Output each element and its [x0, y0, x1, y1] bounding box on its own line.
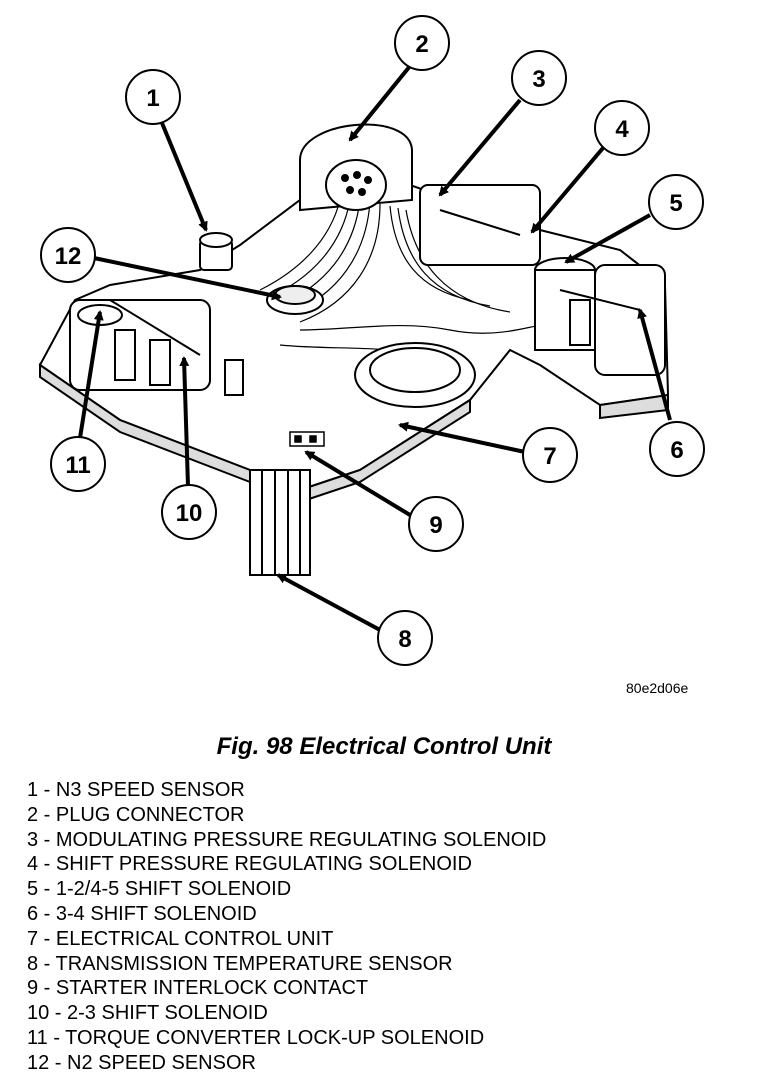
svg-text:1: 1 [146, 85, 159, 112]
leader-10 [179, 356, 190, 487]
parts-legend: 1 - N3 SPEED SENSOR 2 - PLUG CONNECTOR 3… [27, 778, 546, 1076]
leader-5 [564, 213, 651, 264]
legend-item-6: 6 - 3-4 SHIFT SOLENOID [27, 902, 257, 925]
leader-2 [348, 64, 412, 142]
svg-text:11: 11 [65, 452, 90, 479]
svg-text:10: 10 [176, 500, 203, 527]
plug-connector [299, 123, 413, 212]
n2-speed-sensor [266, 285, 324, 315]
leader-8 [276, 573, 381, 632]
n3-speed-sensor [199, 232, 233, 271]
callout-6: 6 [649, 421, 705, 477]
svg-text:4: 4 [615, 116, 629, 143]
svg-text:3: 3 [532, 66, 545, 93]
svg-text:9: 9 [429, 512, 442, 539]
legend-item-4: 4 - SHIFT PRESSURE REGULATING SOLENOID [27, 853, 472, 876]
svg-text:7: 7 [543, 443, 556, 470]
leader-3 [438, 98, 522, 197]
right-solenoid-block [419, 184, 666, 376]
leader-12 [93, 256, 282, 301]
svg-text:2: 2 [415, 31, 428, 58]
left-solenoid-block [69, 299, 244, 396]
callout-10: 10 [161, 484, 217, 540]
callout-5: 5 [648, 174, 704, 230]
leader-6 [637, 308, 672, 421]
leader-1 [160, 122, 208, 232]
callout-4: 4 [594, 100, 650, 156]
legend-item-2: 2 - PLUG CONNECTOR [27, 803, 245, 826]
svg-text:5: 5 [669, 190, 682, 217]
leader-11 [78, 310, 104, 439]
legend-item-12: 12 - N2 SPEED SENSOR [27, 1051, 256, 1074]
callout-11: 11 [50, 436, 106, 492]
legend-item-7: 7 - ELECTRICAL CONTROL UNIT [27, 927, 334, 950]
leader-4 [530, 146, 605, 234]
callout-1: 1 [125, 69, 181, 125]
callouts: 1 2 3 4 5 6 7 8 [40, 15, 705, 666]
figure-caption: Fig. 98 Electrical Control Unit [216, 733, 552, 760]
figure-reference-code: 80e2d06e [626, 680, 689, 696]
callout-12: 12 [40, 227, 96, 283]
legend-item-10: 10 - 2-3 SHIFT SOLENOID [27, 1002, 268, 1025]
legend-item-5: 5 - 1-2/4-5 SHIFT SOLENOID [27, 878, 292, 901]
legend-item-11: 11 - TORQUE CONVERTER LOCK-UP SOLENOID [27, 1026, 485, 1049]
callout-8: 8 [377, 610, 433, 666]
center-cutout [354, 342, 476, 408]
legend-item-1: 1 - N3 SPEED SENSOR [27, 779, 245, 801]
svg-text:6: 6 [670, 437, 683, 464]
legend-item-9: 9 - STARTER INTERLOCK CONTACT [27, 977, 369, 1000]
callout-9: 9 [408, 496, 464, 552]
temperature-sensor-probe [249, 469, 311, 576]
callout-7: 7 [522, 427, 578, 483]
leader-lines [78, 64, 672, 632]
svg-text:8: 8 [398, 626, 411, 653]
leader-9 [304, 450, 412, 517]
legend-item-8: 8 - TRANSMISSION TEMPERATURE SENSOR [27, 952, 453, 975]
callout-2: 2 [394, 15, 450, 71]
svg-text:12: 12 [55, 243, 82, 270]
electrical-control-unit-illustration: 1 2 3 4 5 6 7 8 [38, 15, 705, 666]
callout-3: 3 [511, 50, 567, 106]
leader-7 [398, 421, 526, 454]
interlock-contact [289, 431, 325, 447]
legend-item-3: 3 - MODULATING PRESSURE REGULATING SOLEN… [27, 828, 547, 851]
